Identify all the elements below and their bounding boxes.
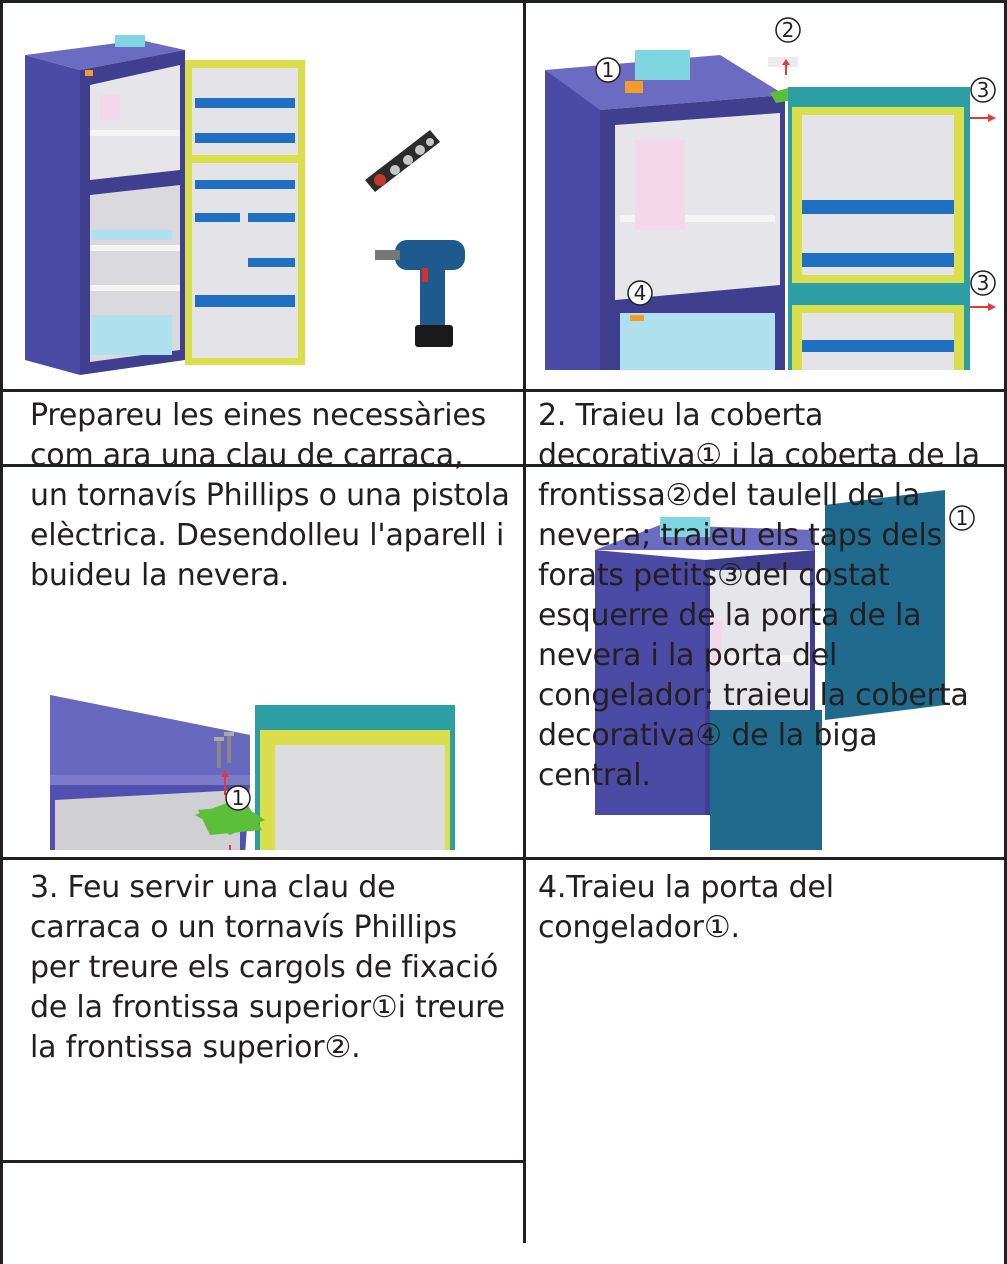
svg-text:1: 1 <box>602 58 615 82</box>
fridge-shelf <box>90 130 180 136</box>
step-1-text: Prepareu les eines necessàries com ara u… <box>30 396 510 596</box>
callout-1: 1 <box>595 57 621 83</box>
step-3-text: 3. Feu servir una clau de carraca o un t… <box>30 868 510 1068</box>
svg-text:2: 2 <box>782 18 795 42</box>
freezer-door <box>825 490 945 720</box>
hinge-screws <box>214 732 234 768</box>
decorative-cover <box>660 517 710 537</box>
up-arrow-icon <box>221 770 229 795</box>
fridge-door-lower <box>710 710 822 850</box>
decorative-cover <box>115 35 145 47</box>
fridge-cabinet-top <box>25 40 185 70</box>
cordless-drill-icon <box>375 240 465 347</box>
divider-row-4 <box>0 1160 526 1163</box>
step-4-illustration: 1 <box>560 475 990 850</box>
svg-text:4: 4 <box>634 281 647 305</box>
callout-3: 3 <box>970 270 996 296</box>
svg-text:3: 3 <box>977 271 990 295</box>
fridge-shelf <box>90 245 180 251</box>
callout-2: 2 <box>775 17 801 43</box>
right-arrow-icon <box>970 114 996 122</box>
callout-3: 3 <box>970 77 996 103</box>
border-left <box>0 0 3 1264</box>
control-box <box>635 140 685 230</box>
fridge-drawer <box>92 315 172 355</box>
ratchet-wrench-icon <box>365 130 440 192</box>
door-shelf <box>195 133 295 143</box>
door-shelf <box>195 295 295 307</box>
hinge-cover <box>768 57 798 67</box>
svg-text:1: 1 <box>956 506 969 530</box>
divider-vertical <box>523 0 526 1243</box>
divider-row-2 <box>0 464 1007 467</box>
step-1-illustration <box>20 30 510 380</box>
top-hinge <box>198 805 262 835</box>
divider-row-3 <box>0 857 1007 860</box>
border-top <box>0 0 1007 3</box>
door-shelf <box>248 258 295 267</box>
callout-4: 4 <box>627 280 653 306</box>
svg-text:1: 1 <box>232 786 245 810</box>
up-arrow-icon <box>782 59 790 75</box>
decorative-cover-orange <box>625 81 643 93</box>
hinge-cover <box>85 70 93 76</box>
step-3-paragraph: 3. Feu servir una clau de carraca o un t… <box>30 870 505 1065</box>
fridge-shelf <box>90 285 180 291</box>
fridge-interior <box>710 570 810 720</box>
step-2-text: 2. Traieu la coberta decorativa① i la co… <box>538 396 993 796</box>
door-shelf <box>802 253 954 267</box>
fridge-crisper <box>620 313 775 370</box>
control-box <box>100 95 120 120</box>
door-shelf <box>248 213 295 222</box>
border-right <box>1004 0 1007 1264</box>
fridge-cabinet-top <box>595 525 815 550</box>
fridge-cabinet-top <box>50 695 250 785</box>
fridge-shelf <box>620 215 775 222</box>
fridge-cabinet-side <box>595 550 705 815</box>
fridge-cabinet-side <box>25 55 80 375</box>
door-shelf <box>802 340 954 352</box>
right-arrow-icon <box>970 303 996 311</box>
divider-row-1 <box>0 389 1007 392</box>
callout-1: 1 <box>949 505 975 531</box>
fridge-interior <box>55 790 240 850</box>
decorative-cover <box>635 50 690 80</box>
step-4-text: 4.Traieu la porta del congelador①. <box>538 868 998 948</box>
step-2-paragraph: 2. Traieu la coberta decorativa① i la co… <box>538 398 980 793</box>
svg-text:3: 3 <box>977 78 990 102</box>
callout-1: 1 <box>225 785 251 811</box>
door-shelf <box>195 213 240 222</box>
step-3-illustration: 1 2 <box>20 475 510 850</box>
door-shelf <box>802 200 954 214</box>
fridge-cabinet-side <box>545 70 600 370</box>
step-1-paragraph: Prepareu les eines necessàries com ara u… <box>30 398 510 593</box>
fridge-interior-upper <box>90 65 180 180</box>
step-2-illustration: 1 2 3 3 4 <box>540 15 1000 370</box>
fridge-shelf <box>715 655 805 662</box>
door-shelf <box>195 180 295 189</box>
door-shelf <box>195 98 295 108</box>
fridge-crisper-top <box>92 230 172 240</box>
middle-beam-cover <box>630 315 644 321</box>
step-4-paragraph: 4.Traieu la porta del congelador①. <box>538 870 834 945</box>
control-box <box>712 620 722 660</box>
